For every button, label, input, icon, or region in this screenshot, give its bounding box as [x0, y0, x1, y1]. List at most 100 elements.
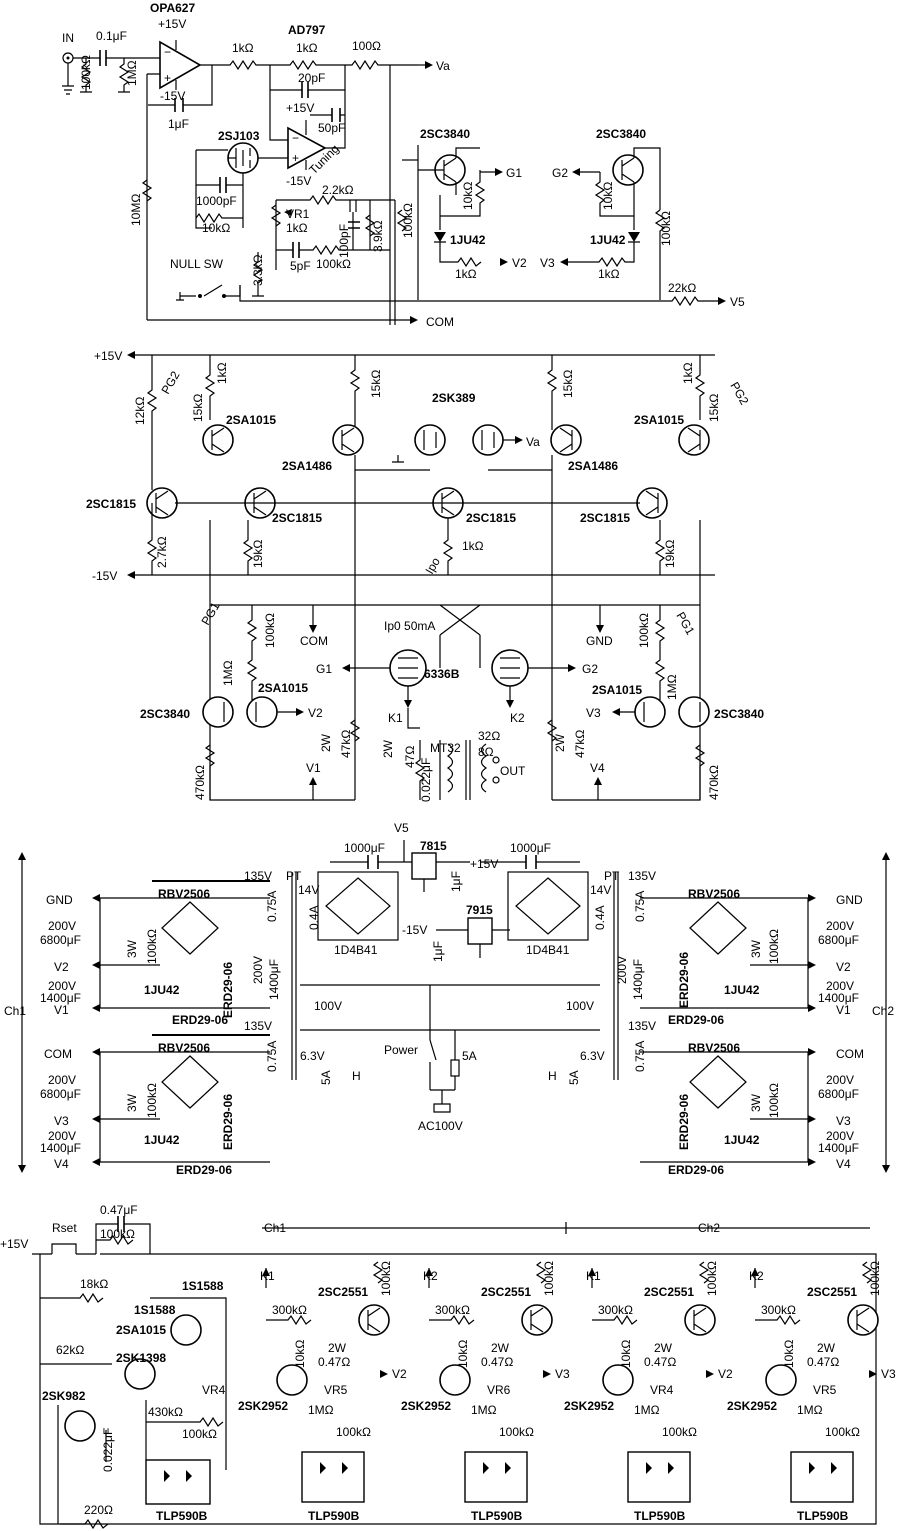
gnd-r1: GND [836, 893, 863, 907]
cell-out-label: V3 [881, 1367, 896, 1381]
r62k: 62kΩ [56, 1343, 84, 1357]
v63-r: 6.3V [580, 1049, 605, 1063]
cell-r100k-top: 100kΩ [379, 1261, 393, 1296]
r-3-9k: 3.9kΩ [371, 220, 385, 252]
r19k-right: 19kΩ [663, 540, 677, 568]
cell-q-2sk2952 [602, 1364, 634, 1396]
r2w-left: 2W [319, 733, 333, 752]
cell-k-label: K1 [586, 1269, 601, 1283]
r2w-center: 2W [381, 739, 395, 758]
p15-prot: +15V [0, 1237, 28, 1251]
r100k-left: 100kΩ [263, 613, 277, 648]
v135-l2: 135V [244, 1019, 272, 1033]
cell-q-2sc2551 [847, 1304, 879, 1336]
p15-out: +15V [470, 857, 498, 871]
cell-vr-label: VR5 [813, 1383, 837, 1397]
sa1015-br-label: 2SA1015 [592, 683, 642, 697]
pt-left: PT [286, 869, 302, 883]
rset-switch[interactable] [51, 1243, 77, 1254]
protection-section: +15V Rset 0.47μF 100kΩ Ch1 Ch2 18kΩ 1S15… [0, 1203, 877, 1530]
q-2sa1015-right [678, 424, 710, 456]
v1-node: V1 [306, 761, 321, 775]
erd-r1-v: ERD29-06 [677, 952, 691, 1008]
cell-r1m: 1MΩ [471, 1403, 497, 1417]
cell-vr-label: VR5 [324, 1383, 348, 1397]
q-2sk389-b [472, 424, 504, 456]
ad-vp: +15V [286, 101, 314, 115]
erd-r1: ERD29-06 [668, 1013, 724, 1027]
va-out: Va [436, 59, 450, 73]
cell-r300k: 300kΩ [272, 1303, 307, 1317]
cell-tlp-label: TLP590B [634, 1509, 686, 1523]
cell-r1m: 1MΩ [634, 1403, 660, 1417]
power-switch[interactable] [429, 1039, 456, 1104]
q-2sk389-a [414, 424, 446, 456]
ip0-label: Ip0 50mA [384, 619, 435, 633]
c1400-l1-v-b: 1400μF [267, 959, 281, 1000]
cell-r100k-top: 100kΩ [705, 1261, 719, 1296]
vr1: VR1 [286, 207, 310, 221]
q-2sa1015-prot [170, 1314, 202, 1346]
cell-r100k: 100kΩ [336, 1425, 371, 1439]
vr4-prot: VR4 [202, 1383, 226, 1397]
cell-q-2sk2952 [765, 1364, 797, 1396]
null-switch[interactable] [176, 284, 241, 301]
va-in: Va [526, 435, 540, 449]
cap-6800-r1-b: 6800μF [818, 933, 859, 947]
r-10m: 10MΩ [129, 194, 143, 226]
rectifier-ch2-lower: COM V3 V4 200V 6800μF 200V 1400μF RBV250… [640, 1041, 864, 1177]
v3-r: V3 [836, 1114, 851, 1128]
rbv-r1: RBV2506 [688, 887, 740, 901]
r-1k-v2: 1kΩ [455, 267, 477, 281]
erd-l1: ERD29-06 [172, 1013, 228, 1027]
r-1k-a: 1kΩ [232, 41, 254, 55]
r470k-left: 470kΩ [193, 765, 207, 800]
q-2sa1015-bl [246, 696, 278, 728]
a5-l: 5A [319, 1070, 333, 1085]
a5-r: 5A [567, 1070, 581, 1085]
sa1015-prot-label: 2SA1015 [116, 1323, 166, 1337]
c-20p: 20pF [298, 71, 325, 85]
r-10k: 10kΩ [202, 221, 230, 235]
cap-1400-l1-a: 200V [48, 979, 76, 993]
c-fb: 1μF [168, 117, 189, 131]
cell-r100k-top: 100kΩ [868, 1261, 882, 1296]
q-2sc3840-br [678, 696, 710, 728]
r18k: 18kΩ [80, 1277, 108, 1291]
g2-in: G2 [582, 662, 598, 676]
erd-l2: ERD29-06 [176, 1163, 232, 1177]
cell-r2w: 2W [654, 1341, 673, 1355]
r-3-3k: 3.3kΩ [251, 254, 265, 286]
v2-l: V2 [54, 960, 69, 974]
reg-7915-label: 7915 [466, 903, 493, 917]
r-100: 100Ω [352, 39, 381, 53]
g1-in: G1 [316, 662, 332, 676]
regulator-7915 [467, 917, 493, 945]
c0022-center: 0.022μF [419, 758, 433, 802]
v4-l: V4 [54, 1157, 69, 1171]
cell-k-label: K1 [260, 1269, 275, 1283]
cap-1400-r2-b: 1400μF [818, 1141, 859, 1155]
v3-in: V3 [586, 706, 601, 720]
cell-r2w: 2W [817, 1341, 836, 1355]
g1-out: G1 [506, 166, 522, 180]
cap-1400-r2-a: 200V [826, 1129, 854, 1143]
c3840-bl-label: 2SC3840 [140, 707, 190, 721]
cell-k-label: K2 [423, 1269, 438, 1283]
r19k-left: 19kΩ [251, 540, 265, 568]
v14-r: 14V [590, 883, 611, 897]
rectifier-ch1-lower: COM V3 V4 200V 6800μF 200V 1400μF RBV250… [40, 1034, 270, 1177]
cap-1400-l2-b: 1400μF [40, 1141, 81, 1155]
c-100p: 100pF [337, 224, 351, 258]
svg-text:+: + [292, 151, 299, 165]
cell-k-label: K2 [749, 1269, 764, 1283]
cell-r10k: 10kΩ [456, 1340, 470, 1368]
ac100v-label: AC100V [418, 1119, 463, 1133]
pt-right: PT [604, 869, 620, 883]
cell-q-label: 2SC2551 [481, 1285, 531, 1299]
c1400-r1-v-a: 200V [615, 956, 629, 984]
v2-r: V2 [836, 960, 851, 974]
